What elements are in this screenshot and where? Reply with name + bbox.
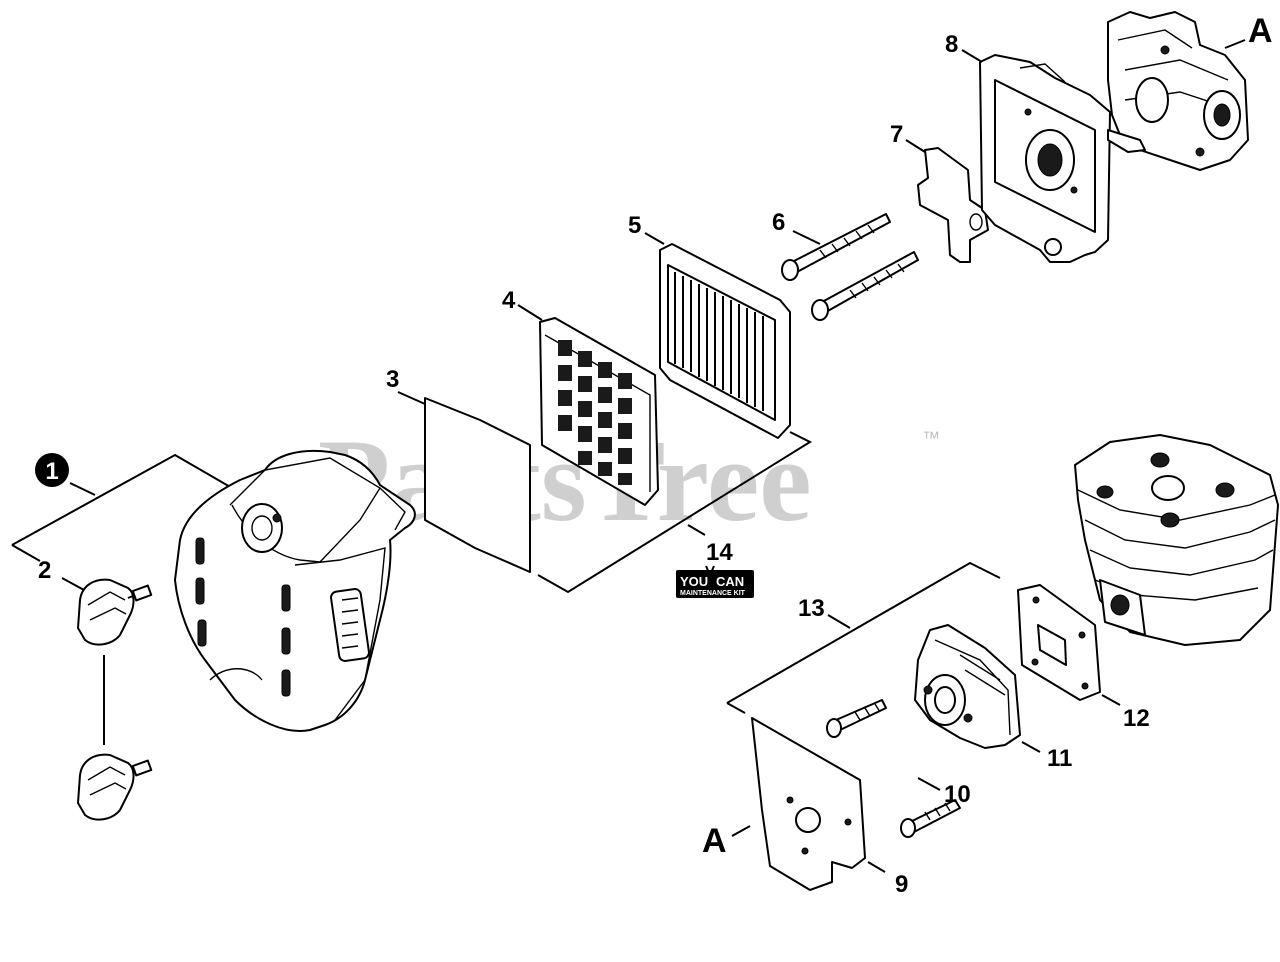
callout-4[interactable]: 4 [502, 287, 516, 314]
leader-9 [867, 861, 886, 873]
callout-11[interactable]: 11 [1047, 745, 1072, 772]
leader-a-top [1224, 39, 1246, 49]
cleaner-bolts [781, 213, 919, 321]
callout-6[interactable]: 6 [772, 209, 785, 236]
wrench-icon [705, 565, 715, 578]
callout-1[interactable]: 1 [35, 453, 69, 487]
bracket-item-13 [726, 561, 1001, 714]
manifold-screws [826, 699, 961, 838]
kit-badge-you: YOU [680, 574, 708, 589]
leader-4 [517, 304, 543, 321]
callout-12[interactable]: 12 [1123, 705, 1150, 732]
callout-8[interactable]: 8 [945, 31, 958, 58]
watermark-tm: ™ [922, 428, 940, 448]
callout-9[interactable]: 9 [895, 871, 908, 898]
leader-8 [961, 49, 983, 63]
callout-2[interactable]: 2 [38, 557, 51, 584]
callout-7[interactable]: 7 [890, 121, 903, 148]
leader-2 [61, 577, 85, 591]
reference-a-bottom[interactable]: A [702, 822, 727, 860]
leader-11 [1021, 741, 1041, 753]
filter-screen [539, 317, 659, 506]
callout-1-label: 1 [45, 458, 58, 485]
cover-knob-lower [77, 753, 153, 821]
cylinder-gasket [1017, 584, 1101, 701]
callout-3[interactable]: 3 [386, 366, 399, 393]
callout-14[interactable]: 14 [706, 539, 733, 566]
air-cleaner-cover [174, 449, 416, 732]
reference-a-top[interactable]: A [1248, 12, 1273, 50]
cover-knob-upper [77, 578, 153, 646]
leader-12 [1101, 694, 1121, 706]
carburetor-reference [1107, 11, 1249, 171]
leader-7 [905, 139, 926, 153]
bracket-item-14 [397, 391, 813, 594]
kit-badge-can: CAN [716, 574, 744, 589]
callout-10[interactable]: 10 [944, 781, 971, 808]
leader-a-bottom [731, 825, 751, 837]
bracket-item-1 [11, 453, 233, 562]
kit-badge-subtitle: MAINTENANCE KIT [680, 590, 746, 597]
air-filter-element [659, 243, 791, 439]
leader-10 [917, 777, 941, 791]
leader-6 [792, 230, 821, 245]
insulator-plate [751, 717, 866, 891]
intake-manifold [914, 624, 1021, 749]
callout-5[interactable]: 5 [628, 212, 641, 239]
cleaner-gasket [917, 147, 989, 263]
air-cleaner-base [979, 54, 1111, 263]
callout-13[interactable]: 13 [798, 595, 825, 622]
maintenance-kit-badge[interactable]: YOU CAN MAINTENANCE KIT [676, 565, 754, 598]
engine-cylinder [1074, 434, 1279, 646]
leader-5 [644, 232, 665, 245]
pre-filter-pad [424, 397, 531, 573]
